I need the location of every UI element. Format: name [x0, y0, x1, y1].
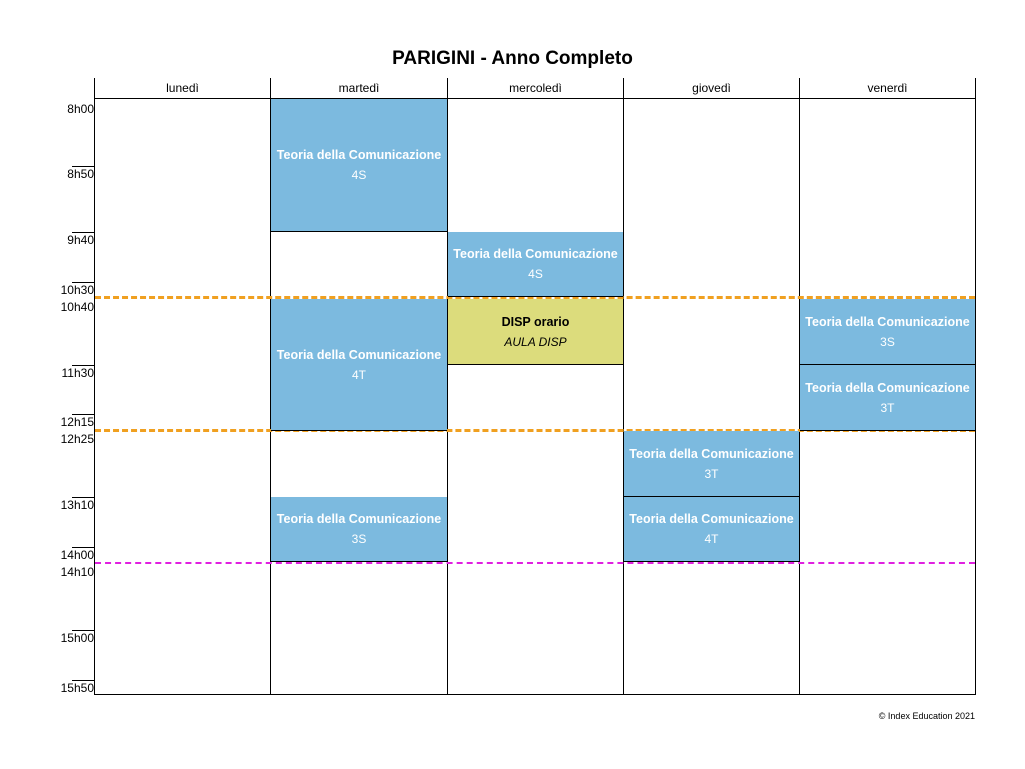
lesson-block[interactable]: Teoria della Comunicazione 3T [800, 365, 975, 431]
lesson-class: 4T [704, 532, 719, 546]
time-tick [72, 166, 95, 167]
time-tick [72, 414, 95, 415]
lesson-block[interactable]: Teoria della Comunicazione 4T [624, 497, 799, 562]
lesson-class: 3S [351, 532, 367, 546]
break-line-midday [95, 429, 975, 432]
time-tick [72, 547, 95, 548]
time-label: 8h50 [67, 167, 94, 181]
time-label: 14h10 [60, 565, 94, 579]
time-label: 10h30 [60, 283, 94, 297]
time-tick [72, 497, 95, 498]
time-label: 11h30 [61, 366, 94, 380]
lesson-subject: Teoria della Comunicazione [629, 446, 794, 461]
time-label: 14h00 [60, 548, 94, 562]
lesson-subject: Teoria della Comunicazione [276, 148, 442, 162]
time-tick [72, 365, 95, 366]
end-line [95, 562, 975, 564]
grid-line-right [975, 78, 976, 695]
disp-title: DISP orario [501, 314, 570, 329]
day-header-friday: venerdì [867, 81, 908, 95]
time-label: 10h40 [60, 300, 94, 314]
lesson-subject: Teoria della Comunicazione [629, 512, 794, 526]
time-tick [72, 630, 95, 631]
day-header-monday: lunedì [166, 81, 199, 95]
time-label: 9h40 [67, 233, 94, 247]
time-tick [72, 232, 95, 233]
time-label: 12h15 [60, 415, 94, 429]
lesson-subject: Teoria della Comunicazione [805, 380, 970, 395]
lesson-block[interactable]: Teoria della Comunicazione 3S [271, 497, 447, 562]
lesson-subject: Teoria della Comunicazione [805, 314, 970, 329]
lesson-class: 3T [880, 400, 895, 415]
time-tick [72, 282, 95, 283]
time-label: 15h50 [60, 681, 94, 695]
time-label: 15h00 [60, 631, 94, 645]
grid-line-left [94, 78, 95, 695]
disp-room: AULA DISP [504, 334, 567, 349]
lesson-subject: Teoria della Comunicazione [276, 512, 442, 526]
lesson-subject: Teoria della Comunicazione [453, 247, 618, 261]
time-label: 12h25 [60, 432, 94, 446]
lesson-class: 3T [704, 466, 719, 481]
time-label: 13h10 [60, 498, 94, 512]
lesson-block[interactable]: Teoria della Comunicazione 4S [271, 99, 447, 232]
copyright-footer: © Index Education 2021 [878, 711, 975, 721]
lesson-class: 3S [880, 334, 895, 349]
day-header-wednesday: mercoledì [509, 81, 562, 95]
day-header-thursday: giovedì [692, 81, 731, 95]
page-title: PARIGINI - Anno Completo [392, 48, 633, 69]
disp-block[interactable]: DISP orario AULA DISP [448, 299, 623, 365]
header-bottom-line [95, 98, 975, 99]
lesson-class: 4S [351, 168, 367, 182]
lesson-block[interactable]: Teoria della Comunicazione 3S [800, 299, 975, 365]
lesson-block[interactable]: Teoria della Comunicazione 4S [448, 232, 623, 297]
grid-line-tuesday [447, 78, 448, 695]
break-line-morning [95, 296, 975, 299]
time-tick [72, 680, 95, 681]
lesson-subject: Teoria della Comunicazione [276, 347, 442, 362]
lesson-class: 4T [351, 367, 366, 382]
grid-line-thursday [799, 78, 800, 695]
day-header-tuesday: martedì [338, 81, 380, 95]
lesson-class: 4S [528, 267, 543, 281]
time-label: 8h00 [67, 102, 94, 116]
grid-line-monday [270, 78, 271, 695]
lesson-block[interactable]: Teoria della Comunicazione 4T [271, 299, 447, 431]
grid-line-wednesday [623, 78, 624, 695]
grid-bottom-line [95, 694, 975, 695]
lesson-block[interactable]: Teoria della Comunicazione 3T [624, 431, 799, 497]
